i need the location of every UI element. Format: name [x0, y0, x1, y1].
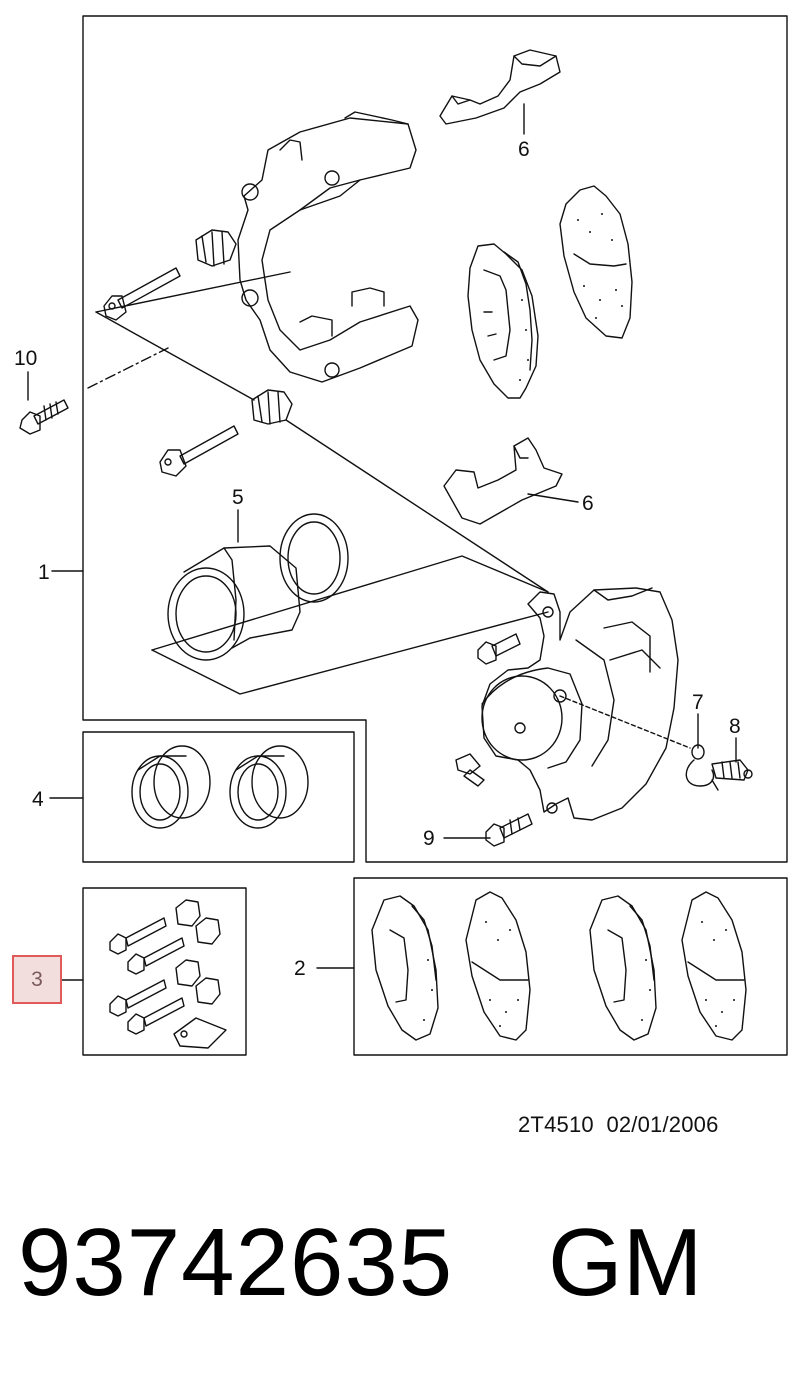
caliper-bolt-9	[485, 813, 533, 847]
callout-2: 2	[294, 957, 306, 980]
boot-upper	[195, 229, 237, 267]
guide-pin-lower	[159, 425, 239, 477]
callout-10: 10	[14, 347, 38, 370]
piston-seal-boot	[167, 513, 349, 661]
callout-3-highlight[interactable]	[12, 955, 62, 1004]
drawing-reference: 2T4510 02/01/2006	[518, 1112, 719, 1137]
bolt-10	[19, 399, 69, 435]
guide-pin-kit-3	[109, 899, 227, 1049]
construction-line	[87, 347, 169, 389]
seal-kit-4	[131, 745, 309, 829]
bleeder-cap-7	[685, 744, 719, 791]
construction-line	[95, 311, 255, 401]
callout-8: 8	[729, 715, 741, 738]
anti-rattle-clip-upper	[439, 49, 561, 125]
brake-pad-inner-top	[467, 243, 539, 399]
boot-lower	[251, 389, 293, 425]
callout-6-upper: 6	[518, 138, 530, 161]
caliper-bracket	[237, 111, 419, 383]
callout-6-lower: 6	[582, 492, 594, 515]
callout-5: 5	[232, 486, 244, 509]
caliper-body	[481, 587, 691, 821]
callout-4: 4	[32, 788, 44, 811]
construction-line	[285, 419, 549, 593]
caliper-bolt-upper	[477, 633, 521, 665]
callout-9: 9	[423, 827, 435, 850]
group-frame-2	[353, 877, 788, 1056]
part-number: 93742635	[18, 1209, 454, 1316]
brand-name: GM	[548, 1209, 703, 1316]
bleeder-valve-8	[711, 759, 753, 781]
group-frame-3	[82, 887, 247, 1056]
construction-line	[151, 611, 549, 695]
brake-pad-set-2	[371, 891, 747, 1041]
construction-line	[95, 271, 291, 313]
bleeder-screw	[455, 753, 485, 787]
friction-material-texture	[423, 213, 735, 1027]
group-frame-1	[82, 15, 788, 863]
callout-1: 1	[38, 561, 50, 584]
brake-pad-outer-top	[559, 185, 633, 339]
anti-rattle-clip-lower	[443, 437, 563, 525]
guide-pin-upper	[103, 267, 181, 321]
leader-6b	[527, 493, 579, 503]
group-frame-4	[82, 731, 355, 863]
construction-line	[151, 555, 549, 651]
callout-7: 7	[692, 691, 704, 714]
callout-3: 3	[31, 967, 43, 991]
